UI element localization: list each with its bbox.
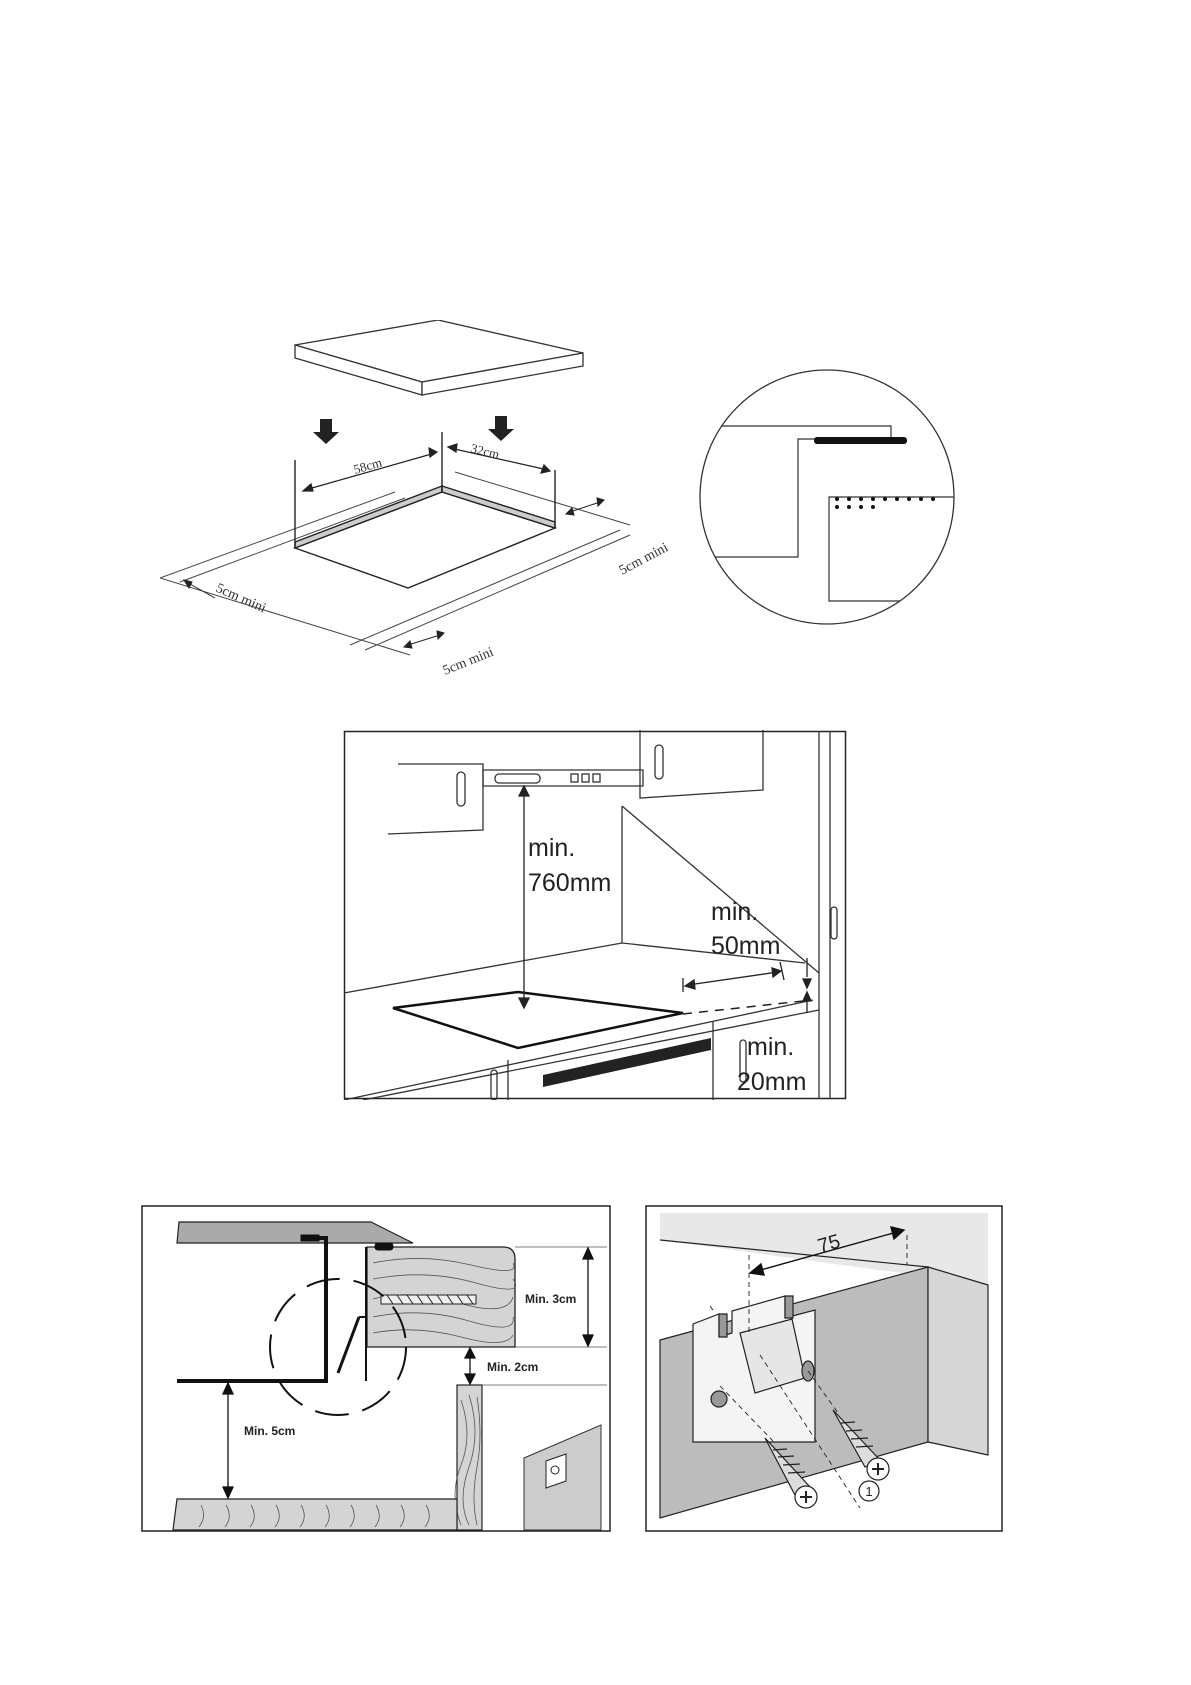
label-edge-20: 20mm [737,1068,806,1096]
inset-drawing [696,426,958,601]
clearance-label-left: 5cm mini [213,581,268,616]
bottom-shelf [173,1499,457,1530]
dimension-label-depth: 32cm [469,440,501,462]
clearance-label-right: 5cm mini [617,540,671,578]
down-arrow-icon [488,416,514,441]
label-edge-min: min. [747,1033,794,1061]
down-arrow-icon [313,419,339,444]
hob-glass [177,1222,413,1243]
label-hood-min: min. [528,834,575,862]
cabinet-side-panel [455,1385,482,1530]
vent-dots [835,497,935,509]
clearance-label-front: 5cm mini [441,645,496,679]
clearance-arrow-right [566,498,604,515]
dimension-label-width: 58cm [352,455,384,477]
mounting-bracket [693,1296,815,1442]
callout-label: 1 [865,1484,872,1499]
label-space-below: Min. 5cm [244,1424,295,1438]
hob-plate [295,320,583,395]
label-worktop-thickness: Min. 3cm [525,1292,576,1306]
label-wall-50: 50mm [711,932,780,960]
label-hood-760: 760mm [528,869,611,897]
screw-section [381,1295,476,1304]
kitchen-clearance-diagram: min. 760mm min. 50mm min. 20mm [343,730,847,1100]
clearance-arrow-front [404,631,444,648]
worktop-side [928,1267,988,1455]
cutout-diagram: 58cm 32cm 5cm mini 5cm mini 5cm mini [160,320,680,680]
label-wall-min: min. [711,898,758,926]
bracket-mount-diagram: 1 75 [645,1205,1003,1532]
detail-inset [696,366,958,628]
clearance-arrow-left [184,580,215,598]
bracket-section-diagram: Min. 3cm Min. 2cm Min. 5cm [141,1205,611,1532]
hob-edge [814,437,907,444]
label-gap-below: Min. 2cm [487,1360,538,1374]
